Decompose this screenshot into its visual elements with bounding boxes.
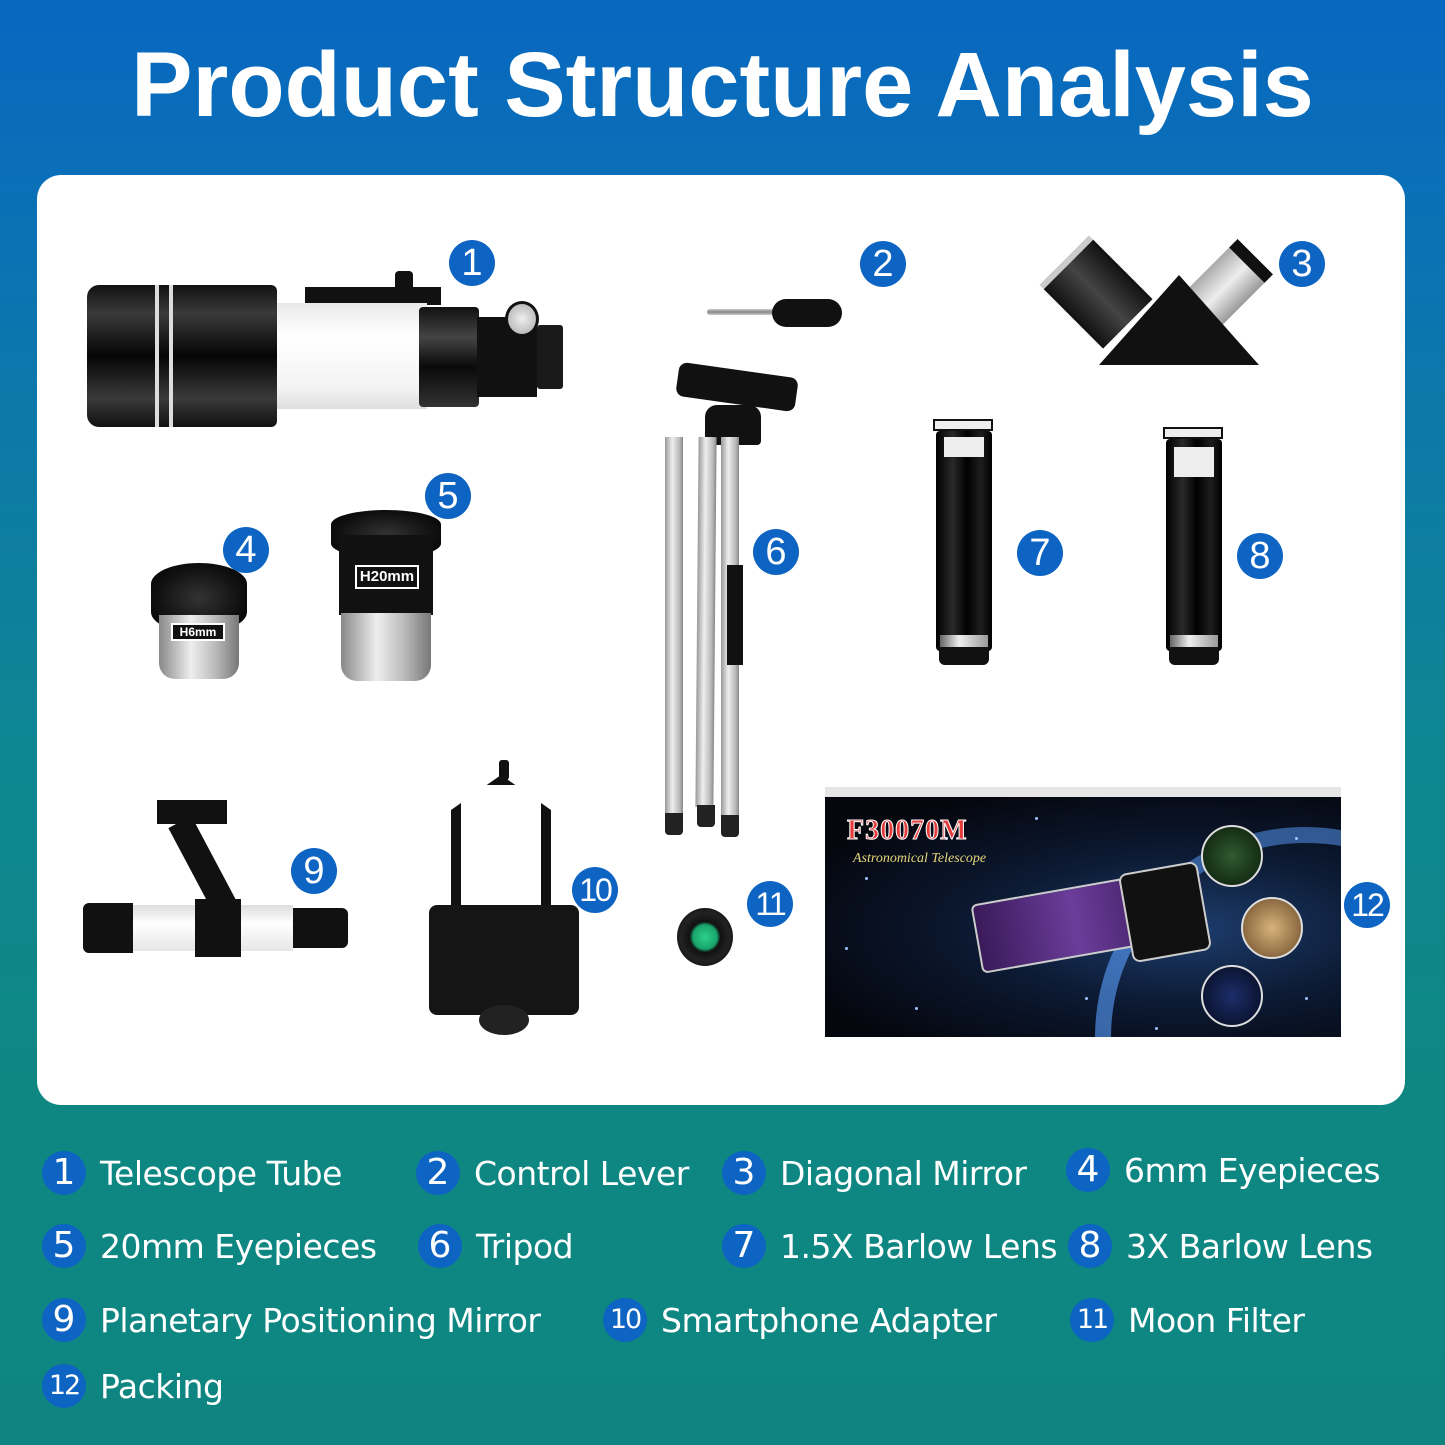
badge-1: 1 <box>449 240 495 286</box>
legend-item-smartphone-adapter: 10 Smartphone Adapter <box>603 1298 997 1342</box>
legend-number: 1 <box>42 1151 86 1195</box>
legend-item-moon-filter: 11 Moon Filter <box>1070 1298 1305 1342</box>
eyepiece-20mm-label: H20mm <box>355 565 419 589</box>
moon-filter-image <box>677 908 733 966</box>
legend-number: 3 <box>722 1151 766 1195</box>
legend-label: 20mm Eyepieces <box>100 1226 377 1266</box>
legend-number: 6 <box>418 1224 462 1268</box>
badge-5: 5 <box>425 473 471 519</box>
legend-label: 3X Barlow Lens <box>1126 1226 1373 1266</box>
box-subtitle-text: Astronomical Telescope <box>853 851 987 866</box>
legend-item-planetary-positioning-mirror: 9 Planetary Positioning Mirror <box>42 1298 541 1342</box>
legend-item-20mm-eyepieces: 5 20mm Eyepieces <box>42 1224 377 1268</box>
badge-4: 4 <box>223 527 269 573</box>
product-image-card: 1 2 3 H6mm 4 H20mm 5 6 <box>37 175 1405 1105</box>
eyepiece-6mm-label: H6mm <box>171 623 225 641</box>
legend-item-packing: 12 Packing <box>42 1364 224 1408</box>
legend-number: 11 <box>1070 1298 1114 1342</box>
legend-item-control-lever: 2 Control Lever <box>416 1151 689 1195</box>
legend-number: 2 <box>416 1151 460 1195</box>
badge-11: 11 <box>747 881 793 927</box>
badge-6: 6 <box>753 529 799 575</box>
badge-7: 7 <box>1017 530 1063 576</box>
legend-label: Planetary Positioning Mirror <box>100 1300 541 1340</box>
badge-12: 12 <box>1344 882 1390 928</box>
legend-label: Packing <box>100 1366 224 1406</box>
legend-label: Smartphone Adapter <box>661 1300 997 1340</box>
legend-item-tripod: 6 Tripod <box>418 1224 574 1268</box>
legend-number: 9 <box>42 1298 86 1342</box>
legend-label: 1.5X Barlow Lens <box>780 1226 1058 1266</box>
legend-item-1-5x-barlow-lens: 7 1.5X Barlow Lens <box>722 1224 1058 1268</box>
legend-label: Telescope Tube <box>100 1153 342 1193</box>
legend-label: 6mm Eyepieces <box>1124 1150 1381 1190</box>
legend-number: 8 <box>1068 1224 1112 1268</box>
box-model-text: F30070M <box>847 815 968 847</box>
badge-9: 9 <box>291 848 337 894</box>
page-title: Product Structure Analysis <box>131 34 1314 136</box>
badge-8: 8 <box>1237 533 1283 579</box>
legend-label: Moon Filter <box>1128 1300 1305 1340</box>
legend-number: 4 <box>1066 1148 1110 1192</box>
legend-label: Tripod <box>476 1226 574 1266</box>
badge-3: 3 <box>1279 241 1325 287</box>
legend-number: 12 <box>42 1364 86 1408</box>
packing-box-image: F30070M Astronomical Telescope <box>825 787 1341 1037</box>
legend-number: 10 <box>603 1298 647 1342</box>
legend-number: 7 <box>722 1224 766 1268</box>
legend-label: Control Lever <box>474 1153 689 1193</box>
legend-item-diagonal-mirror: 3 Diagonal Mirror <box>722 1151 1027 1195</box>
badge-10: 10 <box>572 867 618 913</box>
legend-item-3x-barlow-lens: 8 3X Barlow Lens <box>1068 1224 1373 1268</box>
legend-item-6mm-eyepieces: 4 6mm Eyepieces <box>1066 1148 1381 1192</box>
badge-2: 2 <box>860 241 906 287</box>
legend-item-telescope-tube: 1 Telescope Tube <box>42 1151 342 1195</box>
legend-number: 5 <box>42 1224 86 1268</box>
legend-label: Diagonal Mirror <box>780 1153 1027 1193</box>
